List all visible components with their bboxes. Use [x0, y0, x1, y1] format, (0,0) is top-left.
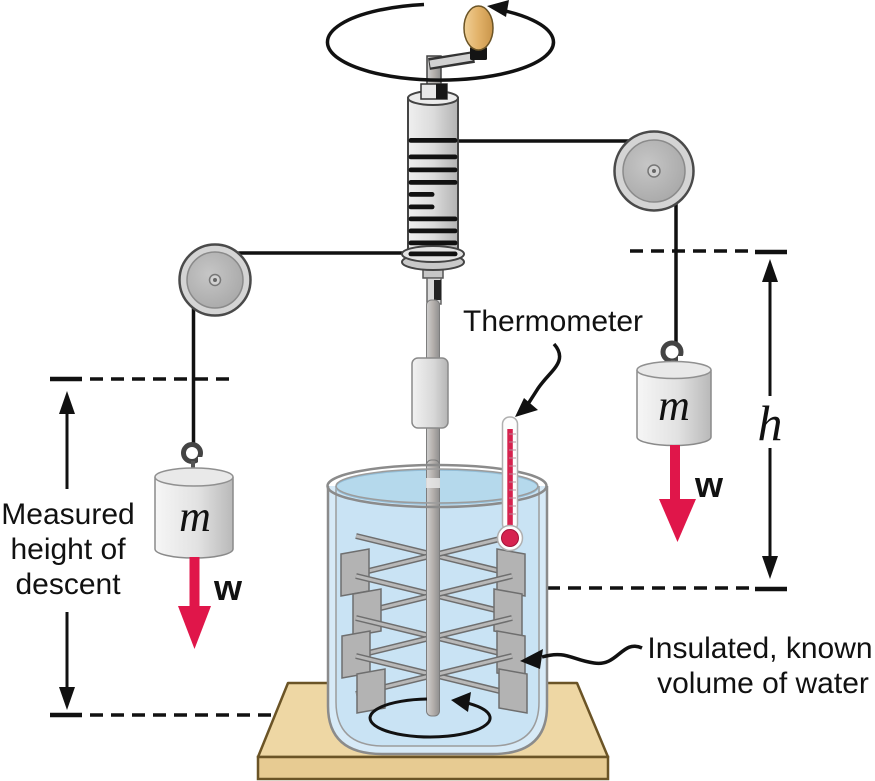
insulated-callout: Insulated, known volume of water — [520, 632, 873, 700]
height-label: h — [758, 395, 783, 451]
insulated-pointer-arrow — [541, 644, 643, 665]
winding-drum — [401, 90, 465, 271]
insulated-pointer-head — [520, 649, 543, 669]
paddle-left-1 — [340, 548, 370, 597]
thermometer — [496, 416, 524, 552]
measure-arrowhead-down — [59, 687, 75, 710]
rotation-arrow-top — [325, 2, 556, 82]
thermometer-label: Thermometer — [463, 305, 643, 338]
left-mass-label: m — [179, 492, 211, 541]
crank-assembly — [325, 0, 556, 100]
left-weight-label: w — [213, 567, 243, 608]
left-mass-hook — [181, 442, 203, 464]
left-weight-arrow-shaft — [189, 557, 200, 608]
left-weight-arrow-head — [178, 606, 211, 649]
rotation-arrow-top-head — [487, 0, 509, 17]
reference-lines — [50, 249, 787, 718]
thermometer-pointer-head — [515, 398, 538, 417]
crank-arm — [429, 53, 473, 68]
rotation-arrow-bottom-arc — [368, 697, 492, 739]
shaft-waterline-highlight — [426, 478, 440, 488]
measured-height-label-line3: descent — [15, 568, 121, 601]
measured-height-label-line2: height of — [10, 533, 126, 566]
beaker-rim-inner — [335, 468, 539, 504]
right-mass-label: m — [658, 381, 690, 430]
falling-mass-left: m w — [154, 442, 243, 649]
rope-coils — [408, 138, 458, 257]
paddle-right-2 — [493, 588, 523, 637]
h-arrowhead-down — [762, 556, 778, 579]
right-pulley — [613, 130, 695, 212]
shaft-connector-detail — [434, 280, 441, 300]
thermometer-column — [507, 429, 513, 529]
thermometer-pointer-arrow — [523, 342, 562, 410]
table-front — [256, 755, 610, 781]
rotation-arrow-bottom-head — [451, 692, 471, 712]
left-pulley — [178, 243, 252, 317]
insulated-label-line1: Insulated, known — [647, 632, 872, 665]
right-weight-arrow-head — [659, 499, 696, 542]
thermometer-bulb — [501, 529, 519, 547]
right-mass-hook-gap — [678, 356, 687, 365]
thermometer-callout: Thermometer — [463, 305, 643, 417]
right-mass-top — [636, 360, 712, 380]
paddle-left-4 — [356, 668, 386, 714]
height-h-marker: h — [758, 259, 783, 579]
measured-height-marker: Measured height of descent — [1, 391, 135, 710]
left-pulley-axle — [213, 278, 217, 282]
h-arrowhead-up — [762, 259, 778, 282]
crank-nut-shadow — [436, 84, 447, 99]
left-mass-hook-gap — [198, 457, 207, 466]
thermometer-ticks — [509, 433, 516, 515]
falling-mass-right: m w — [636, 340, 724, 542]
right-weight-arrow-shaft — [670, 445, 680, 500]
left-mass-top — [154, 467, 234, 487]
right-pulley-axle — [652, 169, 656, 173]
paddle-left-2 — [352, 588, 382, 637]
measured-height-label-line1: Measured — [1, 498, 134, 531]
shaft-sleeve-bearing — [411, 357, 449, 429]
insulated-label-line2: volume of water — [657, 667, 869, 700]
measure-arrowhead-up — [59, 391, 75, 414]
paddle-left-3 — [341, 630, 371, 679]
drum-body — [407, 97, 459, 259]
beaker-rim-outer — [326, 463, 548, 509]
right-weight-label: w — [694, 464, 724, 505]
paddle-right-4 — [498, 668, 528, 714]
handle-ferrule — [470, 47, 487, 60]
paddle-right-1 — [496, 548, 526, 597]
stirrer-shaft-lower — [426, 459, 440, 717]
wooden-handle-knob — [463, 5, 494, 51]
rotation-arrow-bottom — [368, 692, 492, 739]
